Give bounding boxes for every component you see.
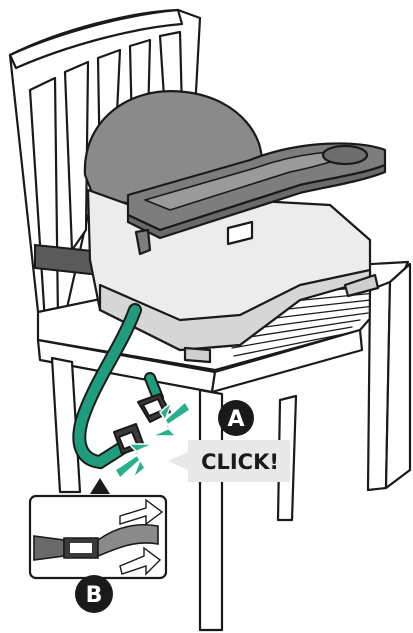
inset-detail-b: B [30, 496, 166, 613]
inset-strap-left [34, 536, 64, 560]
triangle-pointer-icon [90, 478, 110, 494]
step-a-label: A [227, 407, 244, 432]
booster-foot [185, 348, 210, 362]
cup-holder [323, 146, 367, 164]
click-text: CLICK! [201, 450, 279, 474]
step-b-label: B [86, 583, 103, 608]
inset-buckle-slot [70, 543, 92, 553]
chair-leg-right-post [386, 264, 410, 488]
chair-leg-front-right [200, 390, 222, 630]
